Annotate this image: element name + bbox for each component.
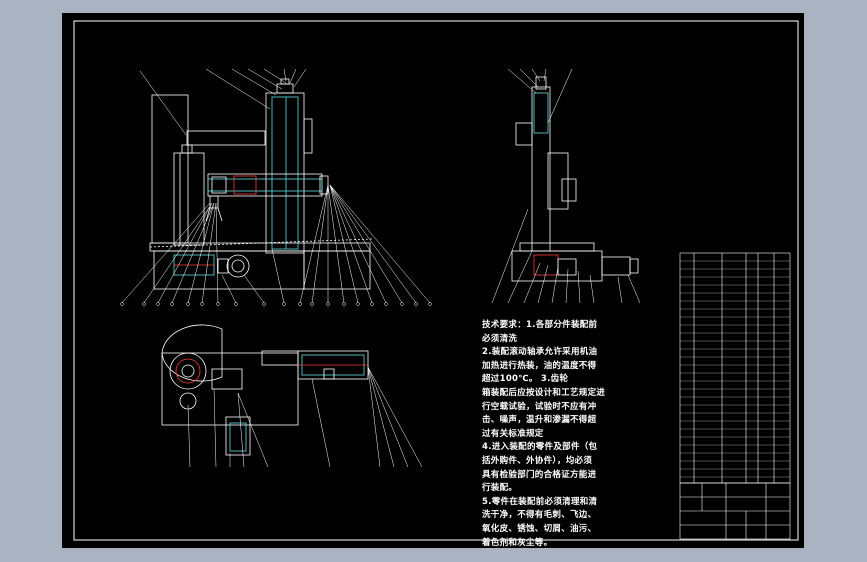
tech-line: 4.进入装配的零件及部件（包 bbox=[482, 442, 598, 453]
parts-list-table bbox=[679, 252, 791, 484]
tech-line: 行装配。 bbox=[482, 483, 518, 494]
tech-line: 必须清洗 bbox=[482, 333, 518, 344]
tech-line: 技术要求：1.各部分件装配前 bbox=[482, 320, 598, 330]
top-view bbox=[161, 324, 423, 468]
tech-line: 着色剂和灰尘等。 bbox=[482, 537, 553, 548]
technical-requirements-text: 技术要求：1.各部分件装配前 必须清洗 2.装配滚动轴承允许采用机油 加热进行热… bbox=[482, 319, 658, 550]
tech-line: 氧化皮、锈蚀、切屑、油污、 bbox=[482, 523, 597, 534]
outer-frame bbox=[73, 20, 799, 541]
side-view bbox=[491, 68, 641, 304]
technical-requirements: 技术要求：1.各部分件装配前 必须清洗 2.装配滚动轴承允许采用机油 加热进行热… bbox=[482, 319, 658, 550]
tech-line: 过有关标准规定 bbox=[482, 428, 544, 439]
tech-line: 2.装配滚动轴承允许采用机油 bbox=[482, 347, 598, 358]
tech-line: 5.零件在装配前必须清理和清 bbox=[482, 496, 598, 507]
tech-line: 加热进行热装，油的温度不得 bbox=[482, 360, 597, 371]
tech-line: 行空载试验，试验时不应有冲 bbox=[482, 401, 597, 412]
tech-line: 具有检验部门的合格证方能进 bbox=[482, 469, 597, 480]
tech-line: 洗干净，不得有毛刺、飞边、 bbox=[482, 510, 597, 521]
cad-drawing bbox=[73, 20, 799, 541]
tech-line: 击、噪声，温升和渗漏不得超 bbox=[482, 415, 597, 426]
tech-line: 超过100℃。 3.齿轮 bbox=[482, 374, 569, 385]
tech-line: 箱装配后应按设计和工艺规定进 bbox=[482, 387, 606, 398]
front-view bbox=[120, 68, 432, 306]
title-block bbox=[679, 482, 791, 540]
drawing-sheet: 技术要求：1.各部分件装配前 必须清洗 2.装配滚动轴承允许采用机油 加热进行热… bbox=[62, 13, 804, 548]
tech-line: 括外购件、外协件），均必须 bbox=[482, 455, 593, 466]
